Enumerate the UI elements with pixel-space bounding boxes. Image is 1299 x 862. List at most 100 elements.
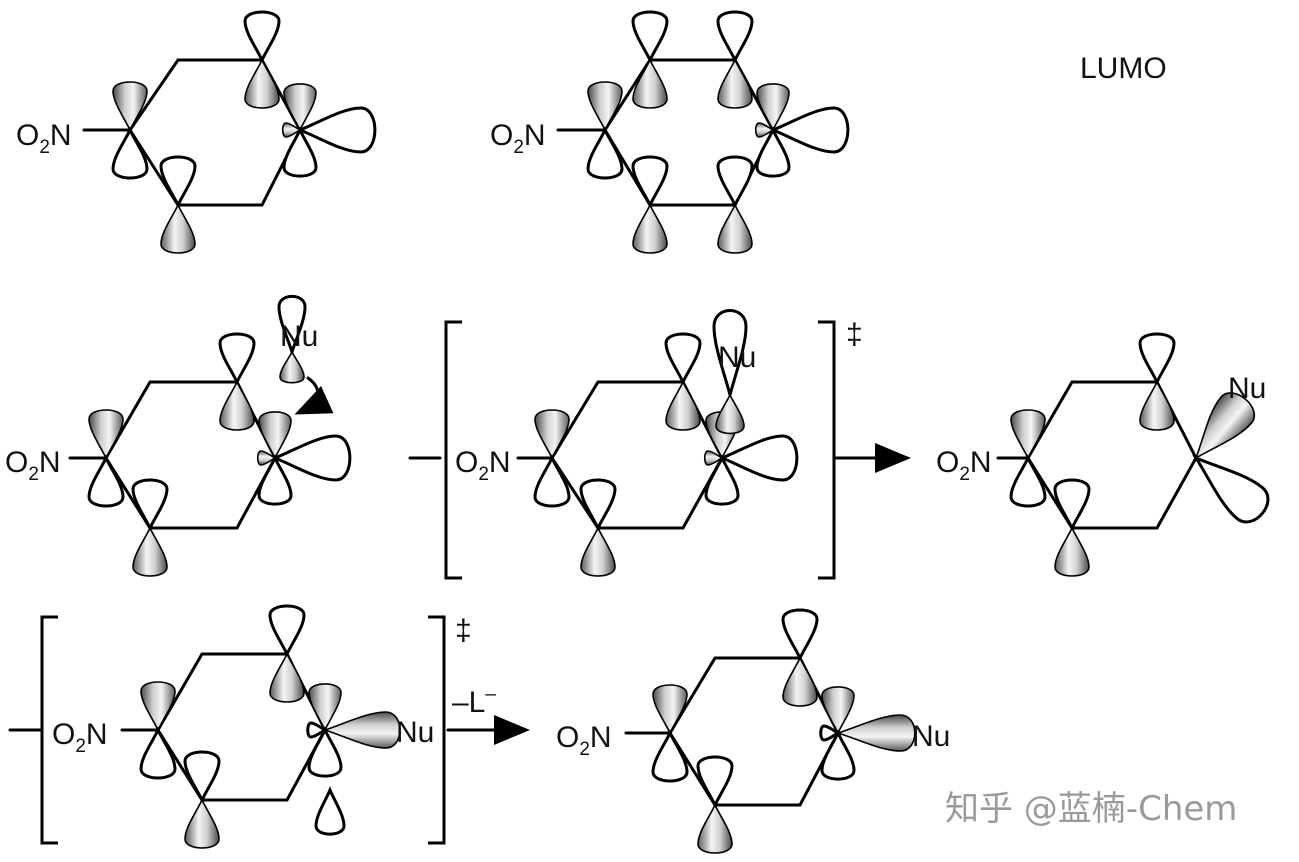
open-orbital-lobe	[1053, 478, 1091, 532]
transition-state-dagger: ‡	[846, 318, 863, 351]
open-orbital-lobe	[586, 126, 624, 180]
right-bracket	[428, 615, 446, 845]
nitro-group-label: O2N	[490, 119, 546, 158]
shaded-orbital-lobe	[1010, 409, 1046, 460]
shaded-orbital-lobe	[283, 83, 317, 132]
nucleophile-label: Nu	[280, 320, 318, 353]
shaded-orbital-lobe	[821, 686, 855, 735]
nucleophile-orbital-lobe	[715, 393, 745, 435]
lumo-label: LUMO	[1080, 52, 1167, 85]
open-orbital-lobe	[159, 155, 197, 209]
nitro-group-label: O2N	[52, 718, 108, 757]
nucleophile-label: Nu	[912, 720, 950, 753]
left-bracket	[444, 320, 462, 580]
shaded-orbital-lobe	[782, 656, 818, 707]
open-orbital-lobe	[131, 478, 169, 532]
nitro-group-label: O2N	[455, 446, 511, 485]
open-orbital-lobe	[243, 10, 281, 64]
open-orbital-lobe	[87, 454, 125, 508]
open-orbital-lobe	[631, 155, 669, 209]
sigma-back-lobe	[281, 122, 302, 138]
open-orbital-lobe	[696, 755, 734, 809]
shaded-orbital-lobe	[580, 526, 616, 577]
open-orbital-lobe	[183, 750, 221, 804]
shaded-orbital-lobe	[1054, 526, 1090, 577]
open-orbital-lobe	[579, 478, 617, 532]
sigma-back-lobe	[703, 450, 724, 466]
shaded-orbital-lobe	[587, 81, 623, 132]
open-orbital-lobe	[1009, 454, 1047, 508]
open-orbital-lobe	[307, 726, 343, 778]
nitro-group-label: O2N	[556, 721, 612, 760]
shaded-orbital-lobe	[717, 203, 753, 254]
shaded-orbital-lobe	[132, 526, 168, 577]
open-orbital-lobe	[781, 608, 819, 662]
shaded-orbital-lobe	[160, 203, 196, 254]
leaving-group-loss-label: –L–	[452, 684, 496, 719]
open-orbital-lobe	[820, 729, 856, 781]
watermark: 知乎 @蓝楠-Chem	[945, 789, 1237, 829]
shaded-orbital-lobe	[652, 684, 688, 735]
curved-attack-arrow	[294, 376, 334, 415]
open-orbital-lobe	[651, 729, 689, 783]
open-orbital-lobe	[218, 332, 256, 386]
shaded-orbital-lobe	[244, 58, 280, 109]
sigma-orbital-lobe	[295, 106, 377, 154]
shaded-orbital-lobe	[184, 798, 220, 849]
open-orbital-lobe	[716, 155, 754, 209]
shaded-orbital-lobe	[308, 683, 342, 732]
sigma-back-lobe	[306, 721, 329, 739]
open-orbital-lobe	[533, 454, 571, 508]
nucleophile-orbital-lobe	[279, 350, 305, 384]
sigma-back-lobe	[819, 724, 842, 742]
leaving-group-sigma-lobe	[1192, 454, 1270, 524]
nucleophile-label: Nu	[396, 716, 434, 749]
shaded-orbital-lobe	[140, 681, 176, 732]
open-orbital-lobe	[268, 604, 306, 658]
shaded-orbital-lobe	[534, 409, 570, 460]
transition-state-dagger: ‡	[455, 614, 472, 647]
open-orbital-lobe	[631, 10, 669, 64]
nucleophile-sigma-lobe	[1194, 392, 1255, 460]
open-orbital-lobe	[257, 454, 293, 506]
shaded-orbital-lobe	[269, 652, 305, 703]
sigma-orbital-lobe	[270, 434, 352, 482]
sigma-back-lobe	[754, 122, 775, 138]
open-orbital-lobe	[704, 454, 740, 506]
right-bracket	[818, 320, 836, 580]
open-orbital-lobe	[282, 126, 318, 178]
nitro-group-label: O2N	[16, 119, 72, 158]
sigma-orbital-lobe	[768, 106, 850, 154]
open-orbital-lobe	[755, 126, 791, 178]
shaded-orbital-lobe	[756, 83, 790, 132]
shaded-orbital-lobe	[632, 203, 668, 254]
shaded-orbital-lobe	[717, 58, 753, 109]
nucleophile-label: Nu	[718, 341, 756, 374]
open-orbital-lobe	[1138, 332, 1176, 386]
open-orbital-lobe	[139, 726, 177, 780]
sigma-orbital-lobe	[717, 434, 799, 482]
leaving-group-orbital-lobe	[314, 786, 346, 836]
shaded-orbital-lobe	[1139, 380, 1175, 431]
nucleophile-orbital-lobe	[712, 309, 748, 396]
left-bracket	[40, 615, 58, 845]
nucleophile-label: Nu	[1228, 372, 1266, 405]
shaded-orbital-lobe	[632, 58, 668, 109]
open-orbital-lobe	[111, 126, 149, 180]
shaded-orbital-lobe	[88, 409, 124, 460]
nitro-group-label: O2N	[5, 446, 61, 485]
shaded-orbital-lobe	[258, 411, 292, 460]
shaded-orbital-lobe	[665, 380, 701, 431]
shaded-orbital-lobe	[219, 380, 255, 431]
nitro-group-label: O2N	[936, 446, 992, 485]
shaded-orbital-lobe	[112, 81, 148, 132]
nucleophile-sigma-lobe	[835, 714, 916, 752]
open-orbital-lobe	[664, 332, 702, 386]
sigma-back-lobe	[256, 450, 277, 466]
open-orbital-lobe	[716, 10, 754, 64]
nucleophile-orbital-lobe	[277, 294, 307, 358]
orbital-lobes-layer	[87, 10, 1270, 854]
shaded-orbital-lobe	[697, 803, 733, 854]
nucleophile-sigma-lobe	[322, 711, 401, 749]
